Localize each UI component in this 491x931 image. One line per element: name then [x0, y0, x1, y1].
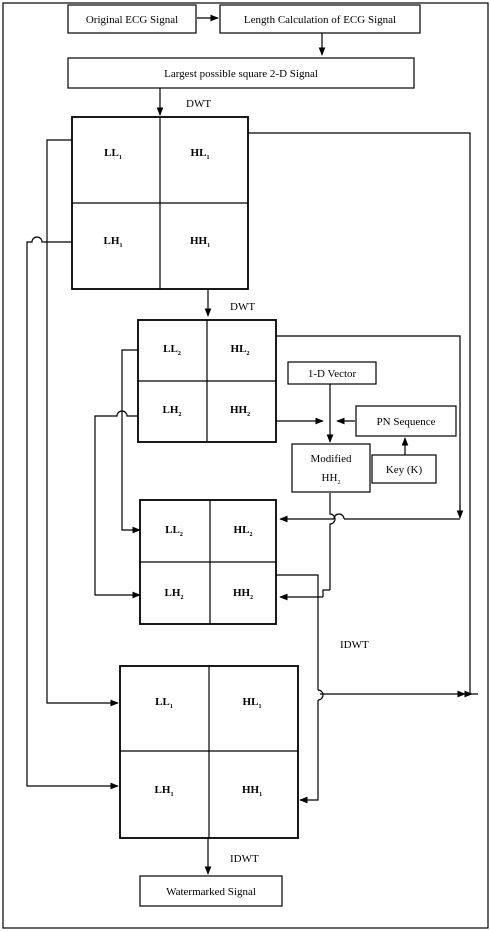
watermarked-box — [139, 875, 283, 907]
level2-lh: LH — [163, 404, 179, 416]
level2-hl: HL — [231, 343, 247, 355]
svg-text:HH2: HH2 — [322, 472, 341, 486]
recon-level1-ll: LL — [155, 696, 170, 708]
level1-hh: HH — [190, 235, 208, 247]
svg-text:LH1: LH1 — [155, 784, 174, 798]
modified-hh-label: HH — [322, 472, 338, 484]
level1-hl: HL — [191, 147, 207, 159]
level1-ll: LL — [104, 147, 119, 159]
recon-level2-ll: LL — [165, 524, 180, 536]
svg-text:HL1: HL1 — [243, 696, 262, 710]
svg-text:HL1: HL1 — [191, 147, 210, 161]
largest-square-label: Largest possible square 2-D Signal — [164, 68, 318, 80]
key-label: Key (K) — [386, 464, 423, 476]
recon-level2-hh: HH — [233, 587, 251, 599]
recon-level1-lh: LH — [155, 784, 171, 796]
recon-level1-hl: HL — [243, 696, 259, 708]
svg-text:LH2: LH2 — [165, 587, 184, 601]
vector-1d-box — [287, 361, 377, 385]
level2-dwt-grid: LL2 HL2 LH2 HH2 — [137, 319, 277, 443]
largest-square-box — [67, 57, 415, 89]
svg-text:HH2: HH2 — [233, 587, 253, 601]
length-calc-box — [219, 4, 421, 34]
connectors — [26, 14, 478, 875]
level2-ll: LL — [163, 343, 178, 355]
original-ecg-box — [67, 4, 197, 34]
pn-sequence-box — [355, 405, 457, 437]
svg-text:HL2: HL2 — [231, 343, 250, 357]
key-box — [371, 454, 437, 484]
original-ecg-label: Original ECG Signal — [86, 14, 178, 26]
dwt-label-1: DWT — [186, 98, 211, 110]
pn-sequence-label: PN Sequence — [377, 416, 436, 428]
svg-text:LL2: LL2 — [165, 524, 183, 538]
recon-level1-hh: HH — [242, 784, 260, 796]
svg-text:LL1: LL1 — [104, 147, 122, 161]
length-calc-label: Length Calculation of ECG Signal — [244, 14, 396, 26]
dwt-label-2: DWT — [230, 301, 255, 313]
svg-text:LL1: LL1 — [155, 696, 173, 710]
level1-idwt-grid: LL1 HL1 LH1 HH1 — [119, 665, 299, 839]
recon-level2-hl: HL — [234, 524, 250, 536]
modified-label: Modified — [311, 453, 352, 465]
svg-text:HH1: HH1 — [242, 784, 262, 798]
svg-text:LH2: LH2 — [163, 404, 182, 418]
recon-level2-lh: LH — [165, 587, 181, 599]
level1-dwt-grid: LL1 HL1 LH1 HH1 — [71, 116, 249, 290]
level2-idwt-grid: LL2 HL2 LH2 HH2 — [139, 499, 277, 625]
vector-1d-label: 1-D Vector — [308, 368, 357, 380]
svg-text:LH1: LH1 — [104, 235, 123, 249]
watermarked-label: Watermarked Signal — [166, 886, 256, 898]
idwt-label-2: IDWT — [230, 853, 259, 865]
level2-hh: HH — [230, 404, 248, 416]
idwt-label-1: IDWT — [340, 639, 369, 651]
level1-lh: LH — [104, 235, 120, 247]
svg-text:HH1: HH1 — [190, 235, 210, 249]
modified-hh2-box — [291, 443, 371, 493]
svg-text:HH2: HH2 — [230, 404, 250, 418]
svg-text:HL2: HL2 — [234, 524, 253, 538]
svg-text:LL2: LL2 — [163, 343, 181, 357]
